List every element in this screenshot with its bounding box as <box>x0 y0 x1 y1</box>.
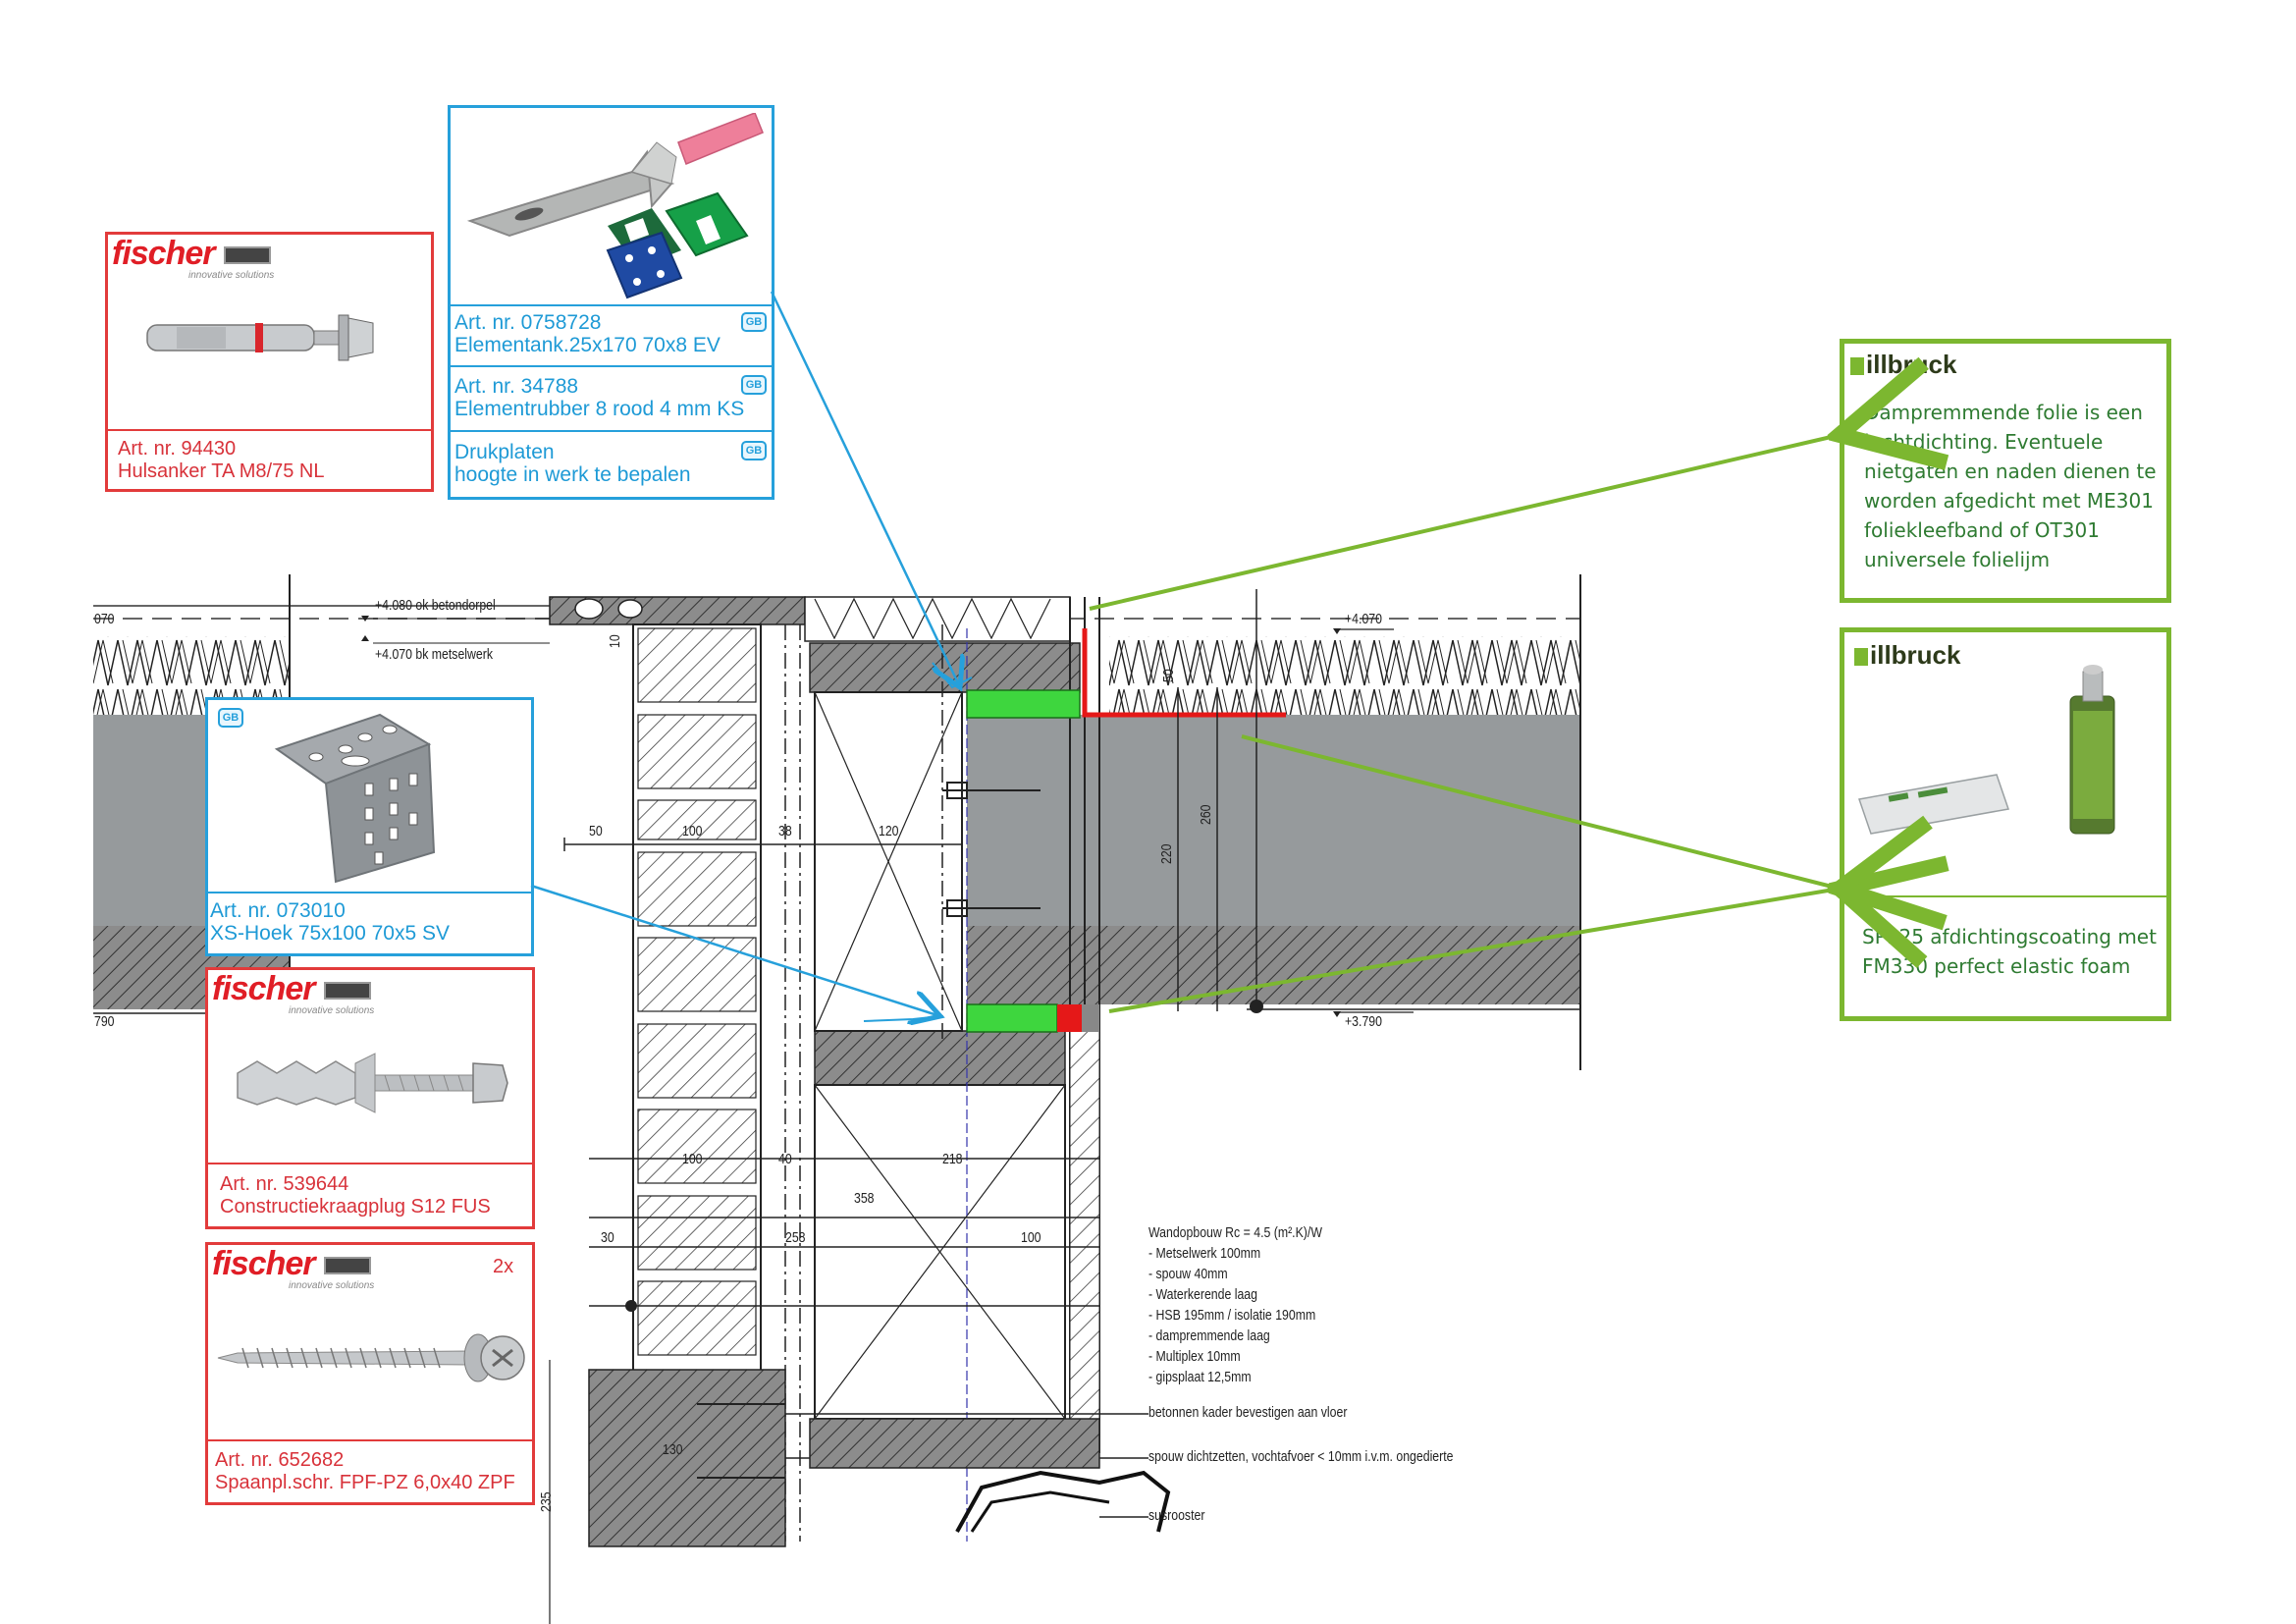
sleeve-anchor-icon <box>146 314 374 361</box>
divider <box>208 1163 532 1164</box>
callout-betonnen-kader: betonnen kader bevestigen aan vloer <box>1148 1404 1348 1421</box>
dimension-label: 50 <box>589 823 603 839</box>
fischer-product-card-chipboard-screw: fischer innovative solutions 2x Art. nr.… <box>205 1242 535 1505</box>
divider <box>451 365 772 367</box>
gb-badge-icon: GB <box>741 441 767 460</box>
sealant-and-foam-icon <box>1858 665 2115 835</box>
dimension-label: 38 <box>778 823 792 839</box>
fischer-flag-icon <box>224 246 271 264</box>
dimension-label: 260 <box>1198 804 1214 825</box>
article-number: Art. nr. 0758728 <box>454 311 602 334</box>
dimension-label: 120 <box>879 823 899 839</box>
element-anchor-set-icon <box>466 113 764 299</box>
dimension-label: 100 <box>1021 1229 1041 1246</box>
dimension-label: 50 <box>1160 669 1177 682</box>
fischer-product-card-sleeve-anchor: fischer innovative solutions Art. nr. 94… <box>105 232 434 492</box>
quantity-label: 2x <box>493 1256 514 1277</box>
article-number: Art. nr. 34788 <box>454 375 579 398</box>
fischer-product-card-frame-plug: fischer innovative solutions Art. nr. 53… <box>205 967 535 1229</box>
illbruck-card-vapour-barrier: illbruck Dampremmende folie is een lucht… <box>1840 339 2171 603</box>
level-left-bottom: 790 <box>94 1013 115 1030</box>
divider <box>1844 895 2166 897</box>
divider <box>451 304 772 306</box>
article-name: Elementank.25x170 70x8 EV <box>454 334 721 356</box>
callout-susrooster: susrooster <box>1148 1507 1205 1524</box>
gb-badge-icon: GB <box>741 312 767 332</box>
article-name: Spaanpl.schr. FPF-PZ 6,0x40 ZPF <box>215 1472 515 1493</box>
article-number: Art. nr. 94430 <box>118 438 237 460</box>
wall-build-up-line: - Multiplex 10mm <box>1148 1348 1241 1365</box>
wall-build-up-line: - Waterkerende laag <box>1148 1286 1257 1303</box>
level-bottom-right: +3.790 <box>1345 1013 1382 1030</box>
wall-build-up-line: - gipsplaat 12,5mm <box>1148 1369 1252 1385</box>
level-betondorpel: +4.080 ok betondorpel <box>375 597 496 614</box>
illbruck-logo: illbruck <box>1850 350 1956 380</box>
illbruck-description: SP925 afdichtingscoating met FM330 perfe… <box>1862 925 2157 978</box>
article-number: Art. nr. 073010 <box>210 899 346 922</box>
gb-product-card-element-anchor: GB Art. nr. 0758728 Elementank.25x170 70… <box>448 105 774 500</box>
article-number: Art. nr. 539644 <box>220 1173 349 1195</box>
illbruck-description: Dampremmende folie is een luchtdichting.… <box>1864 401 2157 571</box>
wall-build-up-line: - HSB 195mm / isolatie 190mm <box>1148 1307 1316 1324</box>
wall-build-up-note: Wandopbouw Rc = 4.5 (m².K)/W - Metselwer… <box>1148 1222 1322 1387</box>
dimension-label: 258 <box>785 1229 806 1246</box>
fischer-flag-icon <box>324 1257 371 1274</box>
article-number: Drukplaten <box>454 441 555 463</box>
dimension-label: 40 <box>778 1151 792 1167</box>
wall-build-up-line: - Metselwerk 100mm <box>1148 1245 1261 1262</box>
illbruck-logo: illbruck <box>1854 640 1960 671</box>
article-name: hoogte in werk te bepalen <box>454 463 691 486</box>
fischer-tagline: innovative solutions <box>289 1005 375 1016</box>
divider <box>108 429 431 431</box>
dimension-label: 220 <box>1158 843 1175 864</box>
gb-product-card-xs-hoek: GB Art. nr. 073010 XS-Hoek 75x100 70x5 S… <box>205 697 534 956</box>
dimension-label: 130 <box>663 1441 683 1458</box>
gb-badge-icon: GB <box>218 708 243 728</box>
fischer-logo: fischer <box>212 1245 315 1282</box>
article-name: Elementrubber 8 rood 4 mm KS <box>454 398 745 420</box>
wall-build-up-line: - dampremmende laag <box>1148 1327 1270 1344</box>
fischer-logo: fischer <box>112 235 215 272</box>
divider <box>208 892 531 893</box>
divider <box>451 430 772 432</box>
fischer-flag-icon <box>324 982 371 1000</box>
article-number: Art. nr. 652682 <box>215 1449 345 1471</box>
dimension-label: 358 <box>854 1190 875 1207</box>
level-left-top: 070 <box>94 611 115 627</box>
wall-build-up-line: - spouw 40mm <box>1148 1266 1228 1282</box>
article-name: Constructiekraagplug S12 FUS <box>220 1196 491 1218</box>
fischer-tagline: innovative solutions <box>289 1280 375 1291</box>
dimension-label: 100 <box>682 823 703 839</box>
dimension-label: 10 <box>607 634 623 648</box>
callout-spouw-dichtzetten: spouw dichtzetten, vochtafvoer < 10mm i.… <box>1148 1448 1454 1465</box>
chipboard-screw-icon <box>217 1333 525 1382</box>
dimension-label: 235 <box>538 1491 555 1512</box>
level-metselwerk: +4.070 bk metselwerk <box>375 646 493 663</box>
angle-bracket-icon <box>274 713 436 884</box>
dimension-label: 218 <box>942 1151 963 1167</box>
dimension-label: 100 <box>682 1151 703 1167</box>
article-name: XS-Hoek 75x100 70x5 SV <box>210 922 450 945</box>
dimension-label: 30 <box>601 1229 614 1246</box>
illbruck-logo-text: illbruck <box>1866 350 1957 379</box>
wall-build-up-line: Wandopbouw Rc = 4.5 (m².K)/W <box>1148 1224 1322 1241</box>
article-name: Hulsanker TA M8/75 NL <box>118 460 325 482</box>
divider <box>208 1439 532 1441</box>
fischer-logo: fischer <box>212 970 315 1007</box>
fischer-tagline: innovative solutions <box>188 270 275 281</box>
frame-plug-icon <box>237 1053 508 1113</box>
illbruck-card-coating-foam: illbruck SP925 afdichtingscoating met FM… <box>1840 627 2171 1021</box>
level-top-right: +4.070 <box>1345 611 1382 627</box>
illbruck-logo-text: illbruck <box>1870 640 1961 670</box>
gb-badge-icon: GB <box>741 375 767 395</box>
